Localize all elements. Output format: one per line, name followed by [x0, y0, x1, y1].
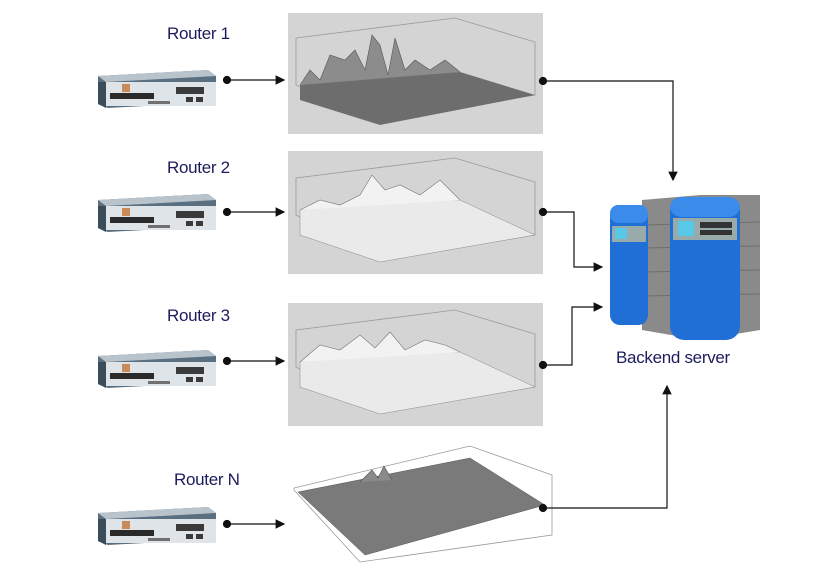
- connector-plot-2-server: [543, 211, 604, 272]
- connector-plot-n-server: [543, 384, 672, 509]
- router-n-label: Router N: [174, 470, 240, 489]
- surface-n: [297, 457, 546, 556]
- surface-3: [299, 331, 536, 415]
- router-3-label: Router 3: [167, 306, 230, 325]
- backend-server-label: Backend server: [616, 348, 730, 367]
- router-3-icon: [98, 350, 216, 388]
- router-1-icon: [98, 70, 216, 108]
- router-1-label: Router 1: [167, 24, 230, 43]
- connector-plot-3-server: [543, 302, 604, 366]
- router-2-label: Router 2: [167, 158, 230, 177]
- connector-plot-1-server: [543, 80, 678, 182]
- surface-1: [299, 34, 535, 125]
- backend-server-icon: [610, 195, 761, 340]
- router-2-icon: [98, 194, 216, 232]
- surface-2: [299, 174, 536, 263]
- router-n-icon: [98, 507, 216, 545]
